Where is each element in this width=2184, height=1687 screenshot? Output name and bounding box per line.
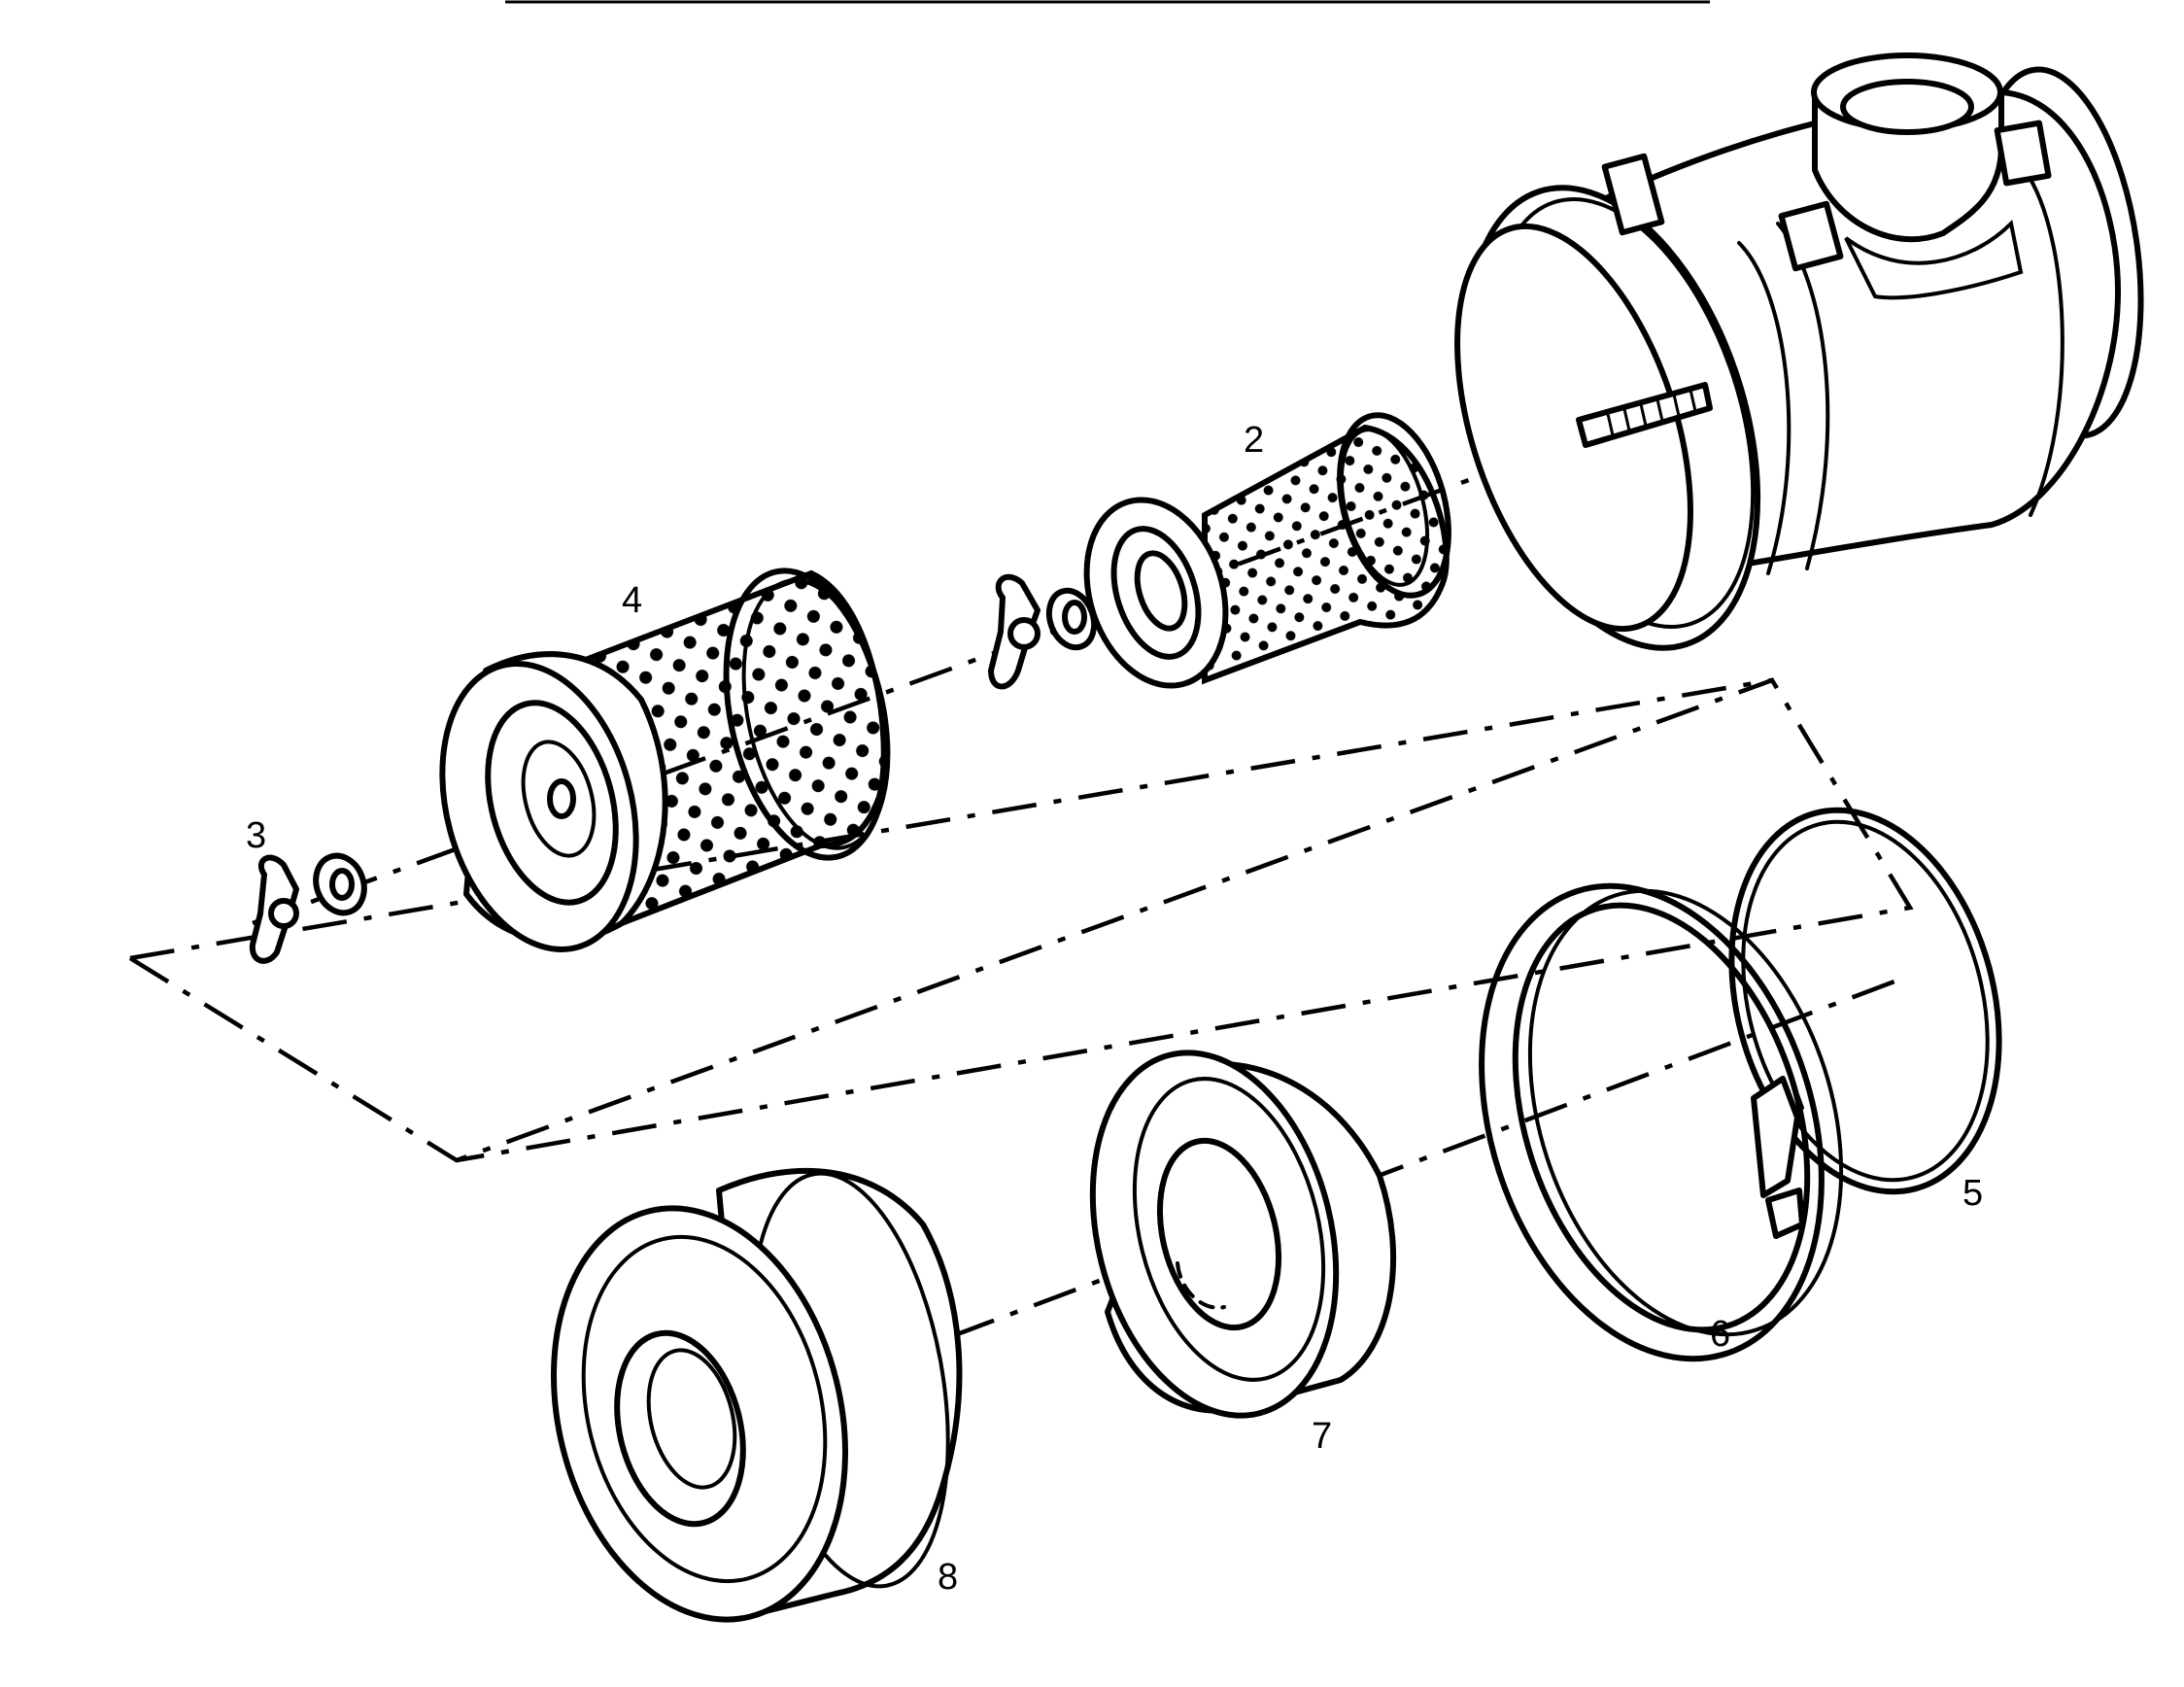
seal-ring <box>1728 807 2002 1195</box>
wing-nut-part-3 <box>249 854 299 964</box>
main-filter-element <box>439 568 891 952</box>
assembly-boundary-line <box>128 677 1914 1163</box>
wing-nut-part-2 <box>988 573 1041 690</box>
callout-6: 6 <box>1710 1314 1730 1355</box>
washer-part-2 <box>1045 587 1098 651</box>
callout-4: 4 <box>622 580 642 621</box>
washer-part-3 <box>313 852 367 916</box>
assembly-boundary-line-upper <box>129 677 1773 961</box>
band-clamp <box>1479 882 1844 1362</box>
callout-7: 7 <box>1312 1416 1332 1457</box>
end-cover <box>551 1167 963 1623</box>
callout-2: 2 <box>1244 420 1264 461</box>
callout-8: 8 <box>938 1557 958 1598</box>
inner-filter-cartridge <box>1083 412 1451 689</box>
filter-housing <box>1454 52 2144 651</box>
callout-5: 5 <box>1962 1173 1983 1214</box>
center-axis-lower <box>951 979 1895 1339</box>
dust-cup-ring <box>1089 1050 1397 1419</box>
callout-3: 3 <box>246 815 266 856</box>
